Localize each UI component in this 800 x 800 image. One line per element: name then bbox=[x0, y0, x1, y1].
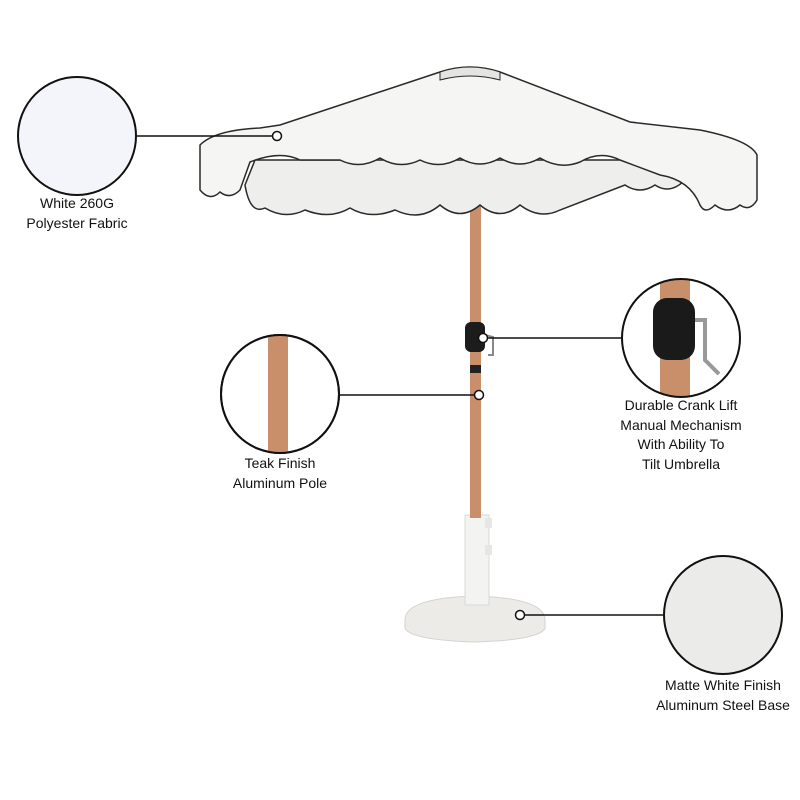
pole-label-line: Aluminum Pole bbox=[232, 474, 328, 491]
base-label: Matte White Finish Aluminum Steel Base bbox=[656, 676, 790, 715]
umbrella-base bbox=[404, 514, 546, 643]
base-label-line: Aluminum Steel Base bbox=[656, 696, 790, 713]
fabric-label-line: White 260G bbox=[40, 195, 114, 211]
pole-label-line: Teak Finish bbox=[244, 455, 316, 471]
callout-crank bbox=[477, 278, 741, 398]
umbrella-canopy bbox=[199, 66, 758, 216]
pole-label: Teak Finish Aluminum Pole bbox=[233, 454, 327, 493]
crank-label: Durable Crank Lift Manual Mechanism With… bbox=[620, 396, 741, 474]
base-label-line: Matte White Finish bbox=[665, 677, 781, 693]
crank-handle bbox=[465, 322, 494, 356]
fabric-label: White 260G Polyester Fabric bbox=[26, 194, 127, 233]
crank-label-line: With Ability To bbox=[637, 436, 725, 452]
fabric-label-line: Polyester Fabric bbox=[26, 214, 128, 231]
crank-label-line: Manual Mechanism bbox=[620, 416, 742, 433]
callout-base bbox=[514, 555, 783, 675]
callout-fabric bbox=[17, 76, 283, 196]
crank-label-line: Durable Crank Lift bbox=[624, 397, 738, 413]
crank-label-line: Tilt Umbrella bbox=[641, 455, 721, 472]
callout-pole bbox=[220, 334, 485, 454]
